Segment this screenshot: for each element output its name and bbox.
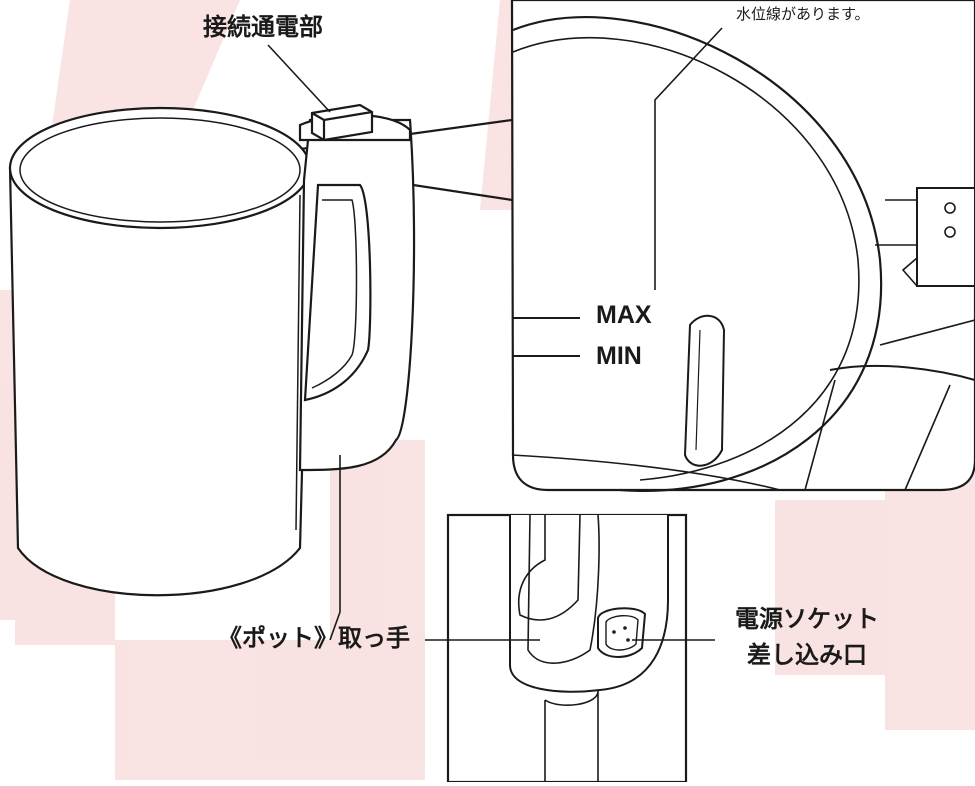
power-socket-label-line2: 差し込み口 [747, 641, 867, 669]
zoom-detail-box [510, 0, 975, 492]
pot-handle-label: 《ポット》取っ手 [218, 624, 410, 652]
contact-part-label: 接続通電部 [203, 13, 323, 41]
water-level-note: 水位線があります。 [736, 5, 870, 23]
min-mark-label: MIN [596, 342, 642, 370]
contact-block-drawing [298, 103, 412, 142]
pot-handle-drawing [298, 118, 416, 472]
handle-leader [329, 455, 341, 641]
socket-detail-box [446, 513, 688, 784]
power-socket-label-line1: 電源ソケット [735, 605, 879, 633]
max-mark-label: MAX [596, 301, 652, 329]
pot-body [8, 106, 312, 597]
water-level-leader [654, 27, 723, 290]
contact-leader [267, 44, 331, 113]
